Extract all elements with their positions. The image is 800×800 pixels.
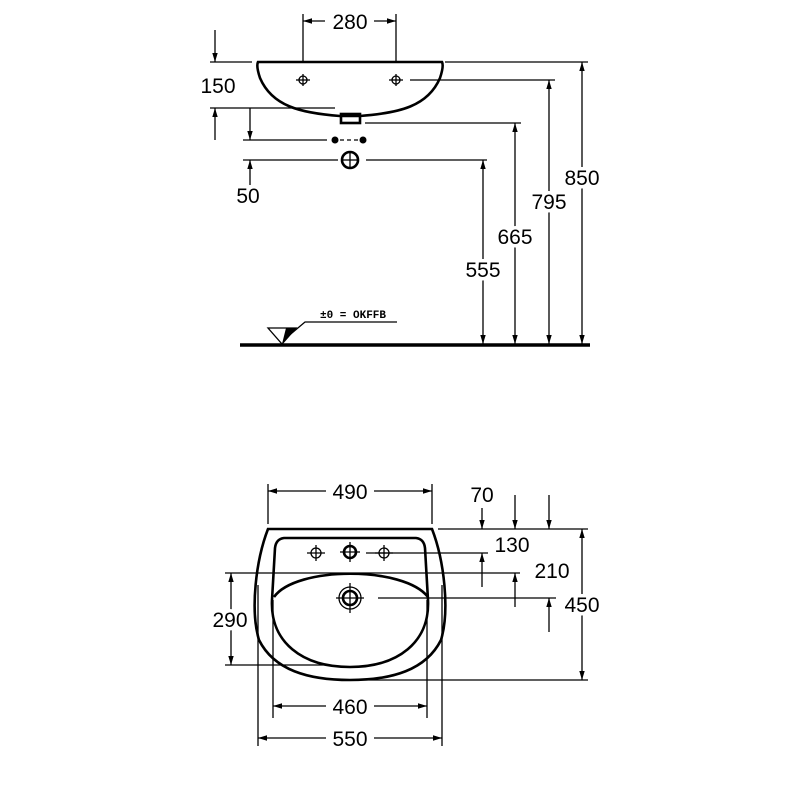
dim-drain-depth: 210 [534,560,569,583]
dim-inner-top-width: 490 [332,481,367,504]
waste-outlet [340,150,360,170]
dim-waste-height: 555 [465,259,500,282]
dim-tap-spacing: 280 [332,11,367,34]
tap-hole-center [340,542,360,562]
dim-bowl-start: 130 [494,534,529,557]
supply-point-right [359,136,367,144]
floor-reference-note: ±0 = OKFFB [320,310,386,322]
supply-point-left [331,136,339,144]
dim-bowl-depth: 290 [212,609,247,632]
tap-hole-left [307,545,325,561]
overflow-spout [339,112,362,125]
basin-inner-outline [270,536,430,669]
bowl-edge [272,572,430,598]
dim-inner-width: 460 [332,696,367,719]
dim-waste-offset: 50 [236,185,259,208]
floor-level-symbol [266,321,397,345]
dim-rim-height: 850 [564,167,599,190]
dim-overall-width: 550 [332,728,367,751]
tap-hole-left [296,74,310,86]
dim-overall-depth: 450 [564,594,599,617]
plan-view: 490 460 550 290 70 130 210 [209,478,603,755]
drain [336,583,364,613]
dim-tap-depth: 70 [470,484,493,507]
tap-hole-right [389,74,403,86]
dim-outlet-height: 665 [497,226,532,249]
dim-tap-height: 795 [531,191,566,214]
side-view: 280 150 50 555 665 795 850 ±0 = OKFFB [197,8,603,347]
dim-basin-height: 150 [200,75,235,98]
